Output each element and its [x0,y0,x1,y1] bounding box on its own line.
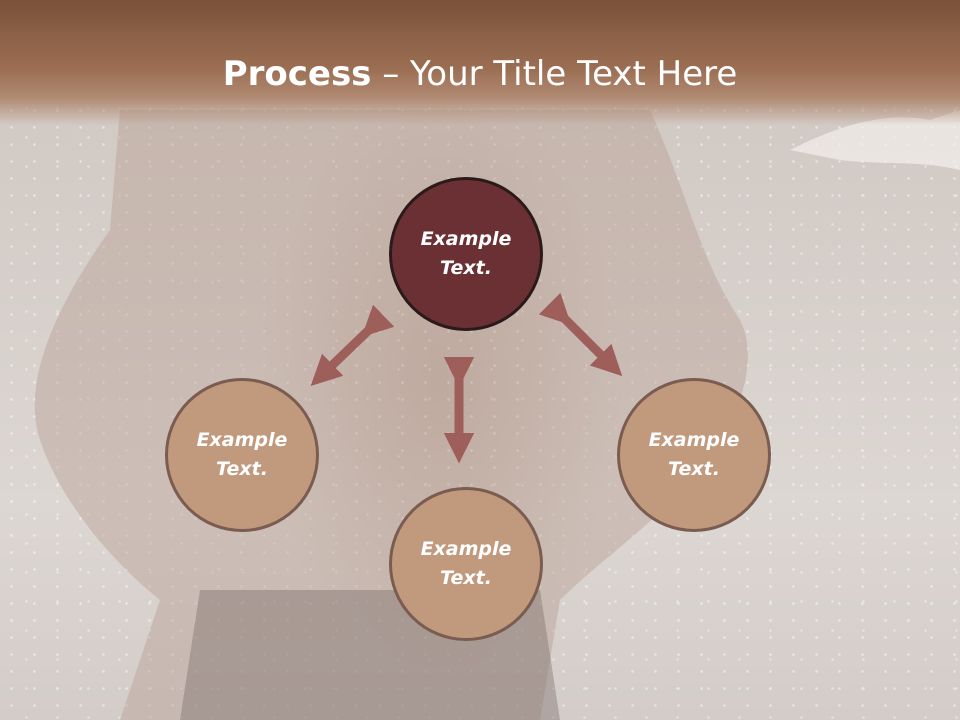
node-left-label: Example Text. [196,429,288,480]
slide-title: Process – Your Title Text Here [0,52,960,96]
node-left: Example Text. [165,378,319,532]
node-bottom-label: Example Text. [420,538,512,589]
node-right-label: Example Text. [648,429,740,480]
title-bold: Process [222,54,372,94]
node-top: Example Text. [389,177,543,331]
arrow-top-left [310,304,395,386]
node-top-label: Example Text. [420,228,512,279]
title-bar [0,0,960,125]
node-bottom: Example Text. [389,487,543,641]
title-rest: – Your Title Text Here [371,54,738,94]
node-right: Example Text. [617,378,771,532]
arrow-top-right [538,292,623,377]
